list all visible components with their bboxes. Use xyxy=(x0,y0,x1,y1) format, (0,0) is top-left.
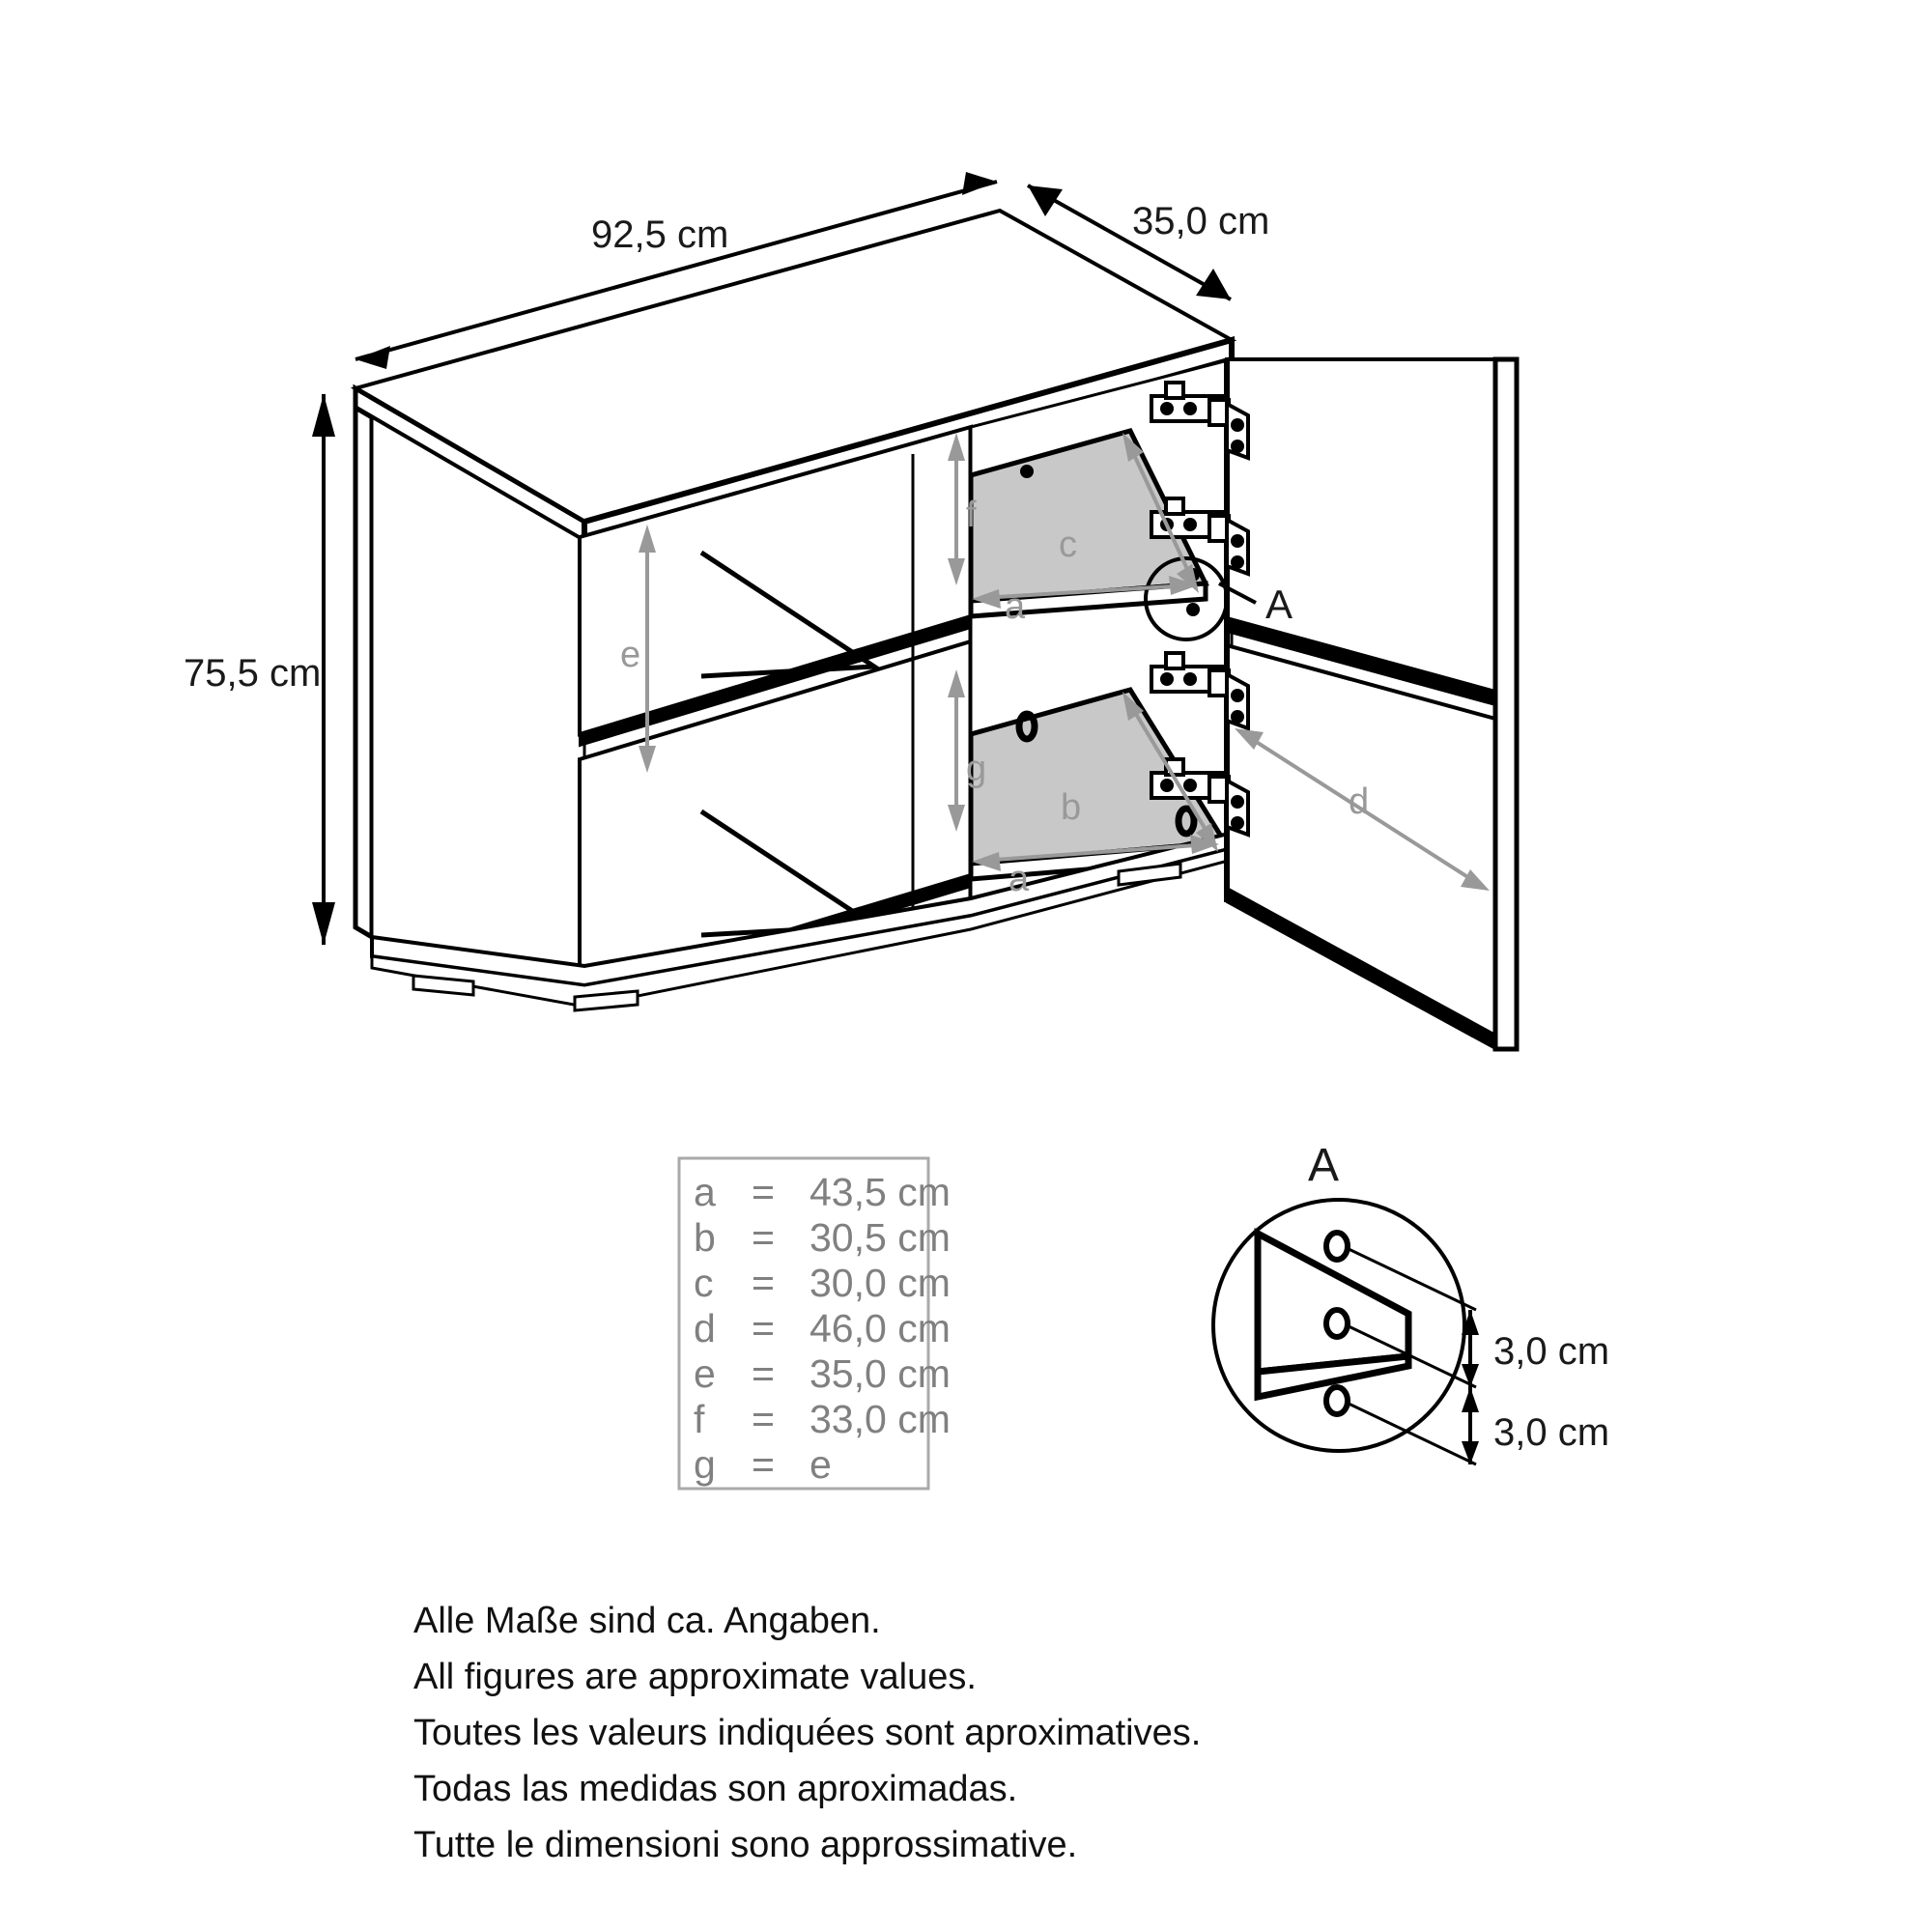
cabinet-foot-right xyxy=(1117,862,1182,887)
legend-value-f: 33,0 cm xyxy=(810,1397,951,1441)
detail-pin-hole-top xyxy=(1323,1230,1350,1263)
detail-pin-hole-bottom xyxy=(1323,1384,1350,1417)
legend-eq-e: = xyxy=(752,1351,775,1396)
legend-value-e: 35,0 cm xyxy=(810,1351,951,1396)
legend-value-d: 46,0 cm xyxy=(810,1306,951,1350)
dimension-height-label: 75,5 cm xyxy=(184,652,321,695)
legend-key-b: b xyxy=(694,1215,716,1260)
legend-eq-c: = xyxy=(752,1261,775,1305)
note-line-de: Alle Maße sind ca. Angaben. xyxy=(413,1601,881,1641)
dimension-a-lower-arrow xyxy=(972,835,1219,871)
legend-key-g: g xyxy=(694,1442,716,1487)
detail-callout-leader xyxy=(1218,582,1257,605)
cabinet-foot-left xyxy=(412,974,475,997)
legend-box xyxy=(677,1156,930,1491)
dimension-b-label: b xyxy=(1061,787,1081,828)
detail-dimension-lower xyxy=(1462,1387,1479,1464)
legend-key-e: e xyxy=(694,1351,716,1396)
dimension-height-75-5 xyxy=(312,394,335,945)
dimension-d-arrow xyxy=(1235,728,1490,891)
dimension-a-lower-label: a xyxy=(1009,859,1030,899)
detail-view-title: A xyxy=(1308,1140,1339,1191)
shelf-pin-hole-upper xyxy=(1015,710,1038,743)
legend-row-f: f = 33,0 cm xyxy=(694,1397,951,1441)
left-door-upper-grip-chevron xyxy=(699,550,882,679)
legend-key-f: f xyxy=(694,1397,705,1441)
detail-shelf-body xyxy=(1254,1228,1412,1376)
legend-row-a: a = 43,5 cm xyxy=(694,1170,951,1214)
dimension-f-label: f xyxy=(966,495,977,535)
dimension-f-arrow xyxy=(948,433,965,585)
dimension-e-arrow xyxy=(639,525,656,773)
detail-shelf-lower-edge xyxy=(1254,1352,1412,1402)
dimension-a-upper-label: a xyxy=(1005,586,1026,627)
detail-dimension-upper-label: 3,0 cm xyxy=(1493,1330,1609,1373)
shelf-pin-hole-lower xyxy=(1175,805,1198,838)
detail-callout-circle xyxy=(1144,556,1229,641)
note-line-es: Todas las medidas son aproximadas. xyxy=(413,1769,1017,1809)
detail-view-circle xyxy=(1211,1198,1466,1453)
detail-dimension-lower-label: 3,0 cm xyxy=(1493,1411,1609,1454)
dimension-width-label: 92,5 cm xyxy=(591,213,728,256)
legend-key-c: c xyxy=(694,1261,714,1305)
dimension-d-label: d xyxy=(1349,781,1369,822)
detail-leader-top xyxy=(1346,1246,1477,1312)
hinge-4 xyxy=(1150,757,1250,838)
dimension-width-92-5 xyxy=(355,172,998,369)
legend-row-c: c = 30,0 cm xyxy=(694,1261,951,1305)
note-line-fr: Toutes les valeurs indiquées sont aproxi… xyxy=(413,1713,1201,1753)
legend-row-e: e = 35,0 cm xyxy=(694,1351,951,1396)
legend-value-a: 43,5 cm xyxy=(810,1170,951,1214)
legend-value-g: e xyxy=(810,1442,832,1487)
legend-row-g: g = e xyxy=(694,1442,832,1487)
dimension-depth-35-0 xyxy=(1027,184,1232,301)
legend-eq-b: = xyxy=(752,1215,775,1260)
dimension-a-upper-arrow xyxy=(972,576,1198,609)
open-right-door-lower-panel xyxy=(1225,642,1497,1039)
legend-key-d: d xyxy=(694,1306,716,1350)
dimension-g-arrow xyxy=(948,669,965,832)
note-line-it: Tutte le dimensioni sono approssimative. xyxy=(413,1825,1077,1865)
legend-eq-g: = xyxy=(752,1442,775,1487)
dimension-g-label: g xyxy=(966,749,986,789)
legend-value-b: 30,5 cm xyxy=(810,1215,951,1260)
dimension-depth-label: 35,0 cm xyxy=(1132,200,1269,242)
detail-dimension-upper xyxy=(1462,1310,1479,1387)
note-line-en: All figures are approximate values. xyxy=(413,1657,977,1697)
hinge-1 xyxy=(1150,381,1250,461)
open-right-door-edge-strip xyxy=(1492,356,1520,1052)
detail-leader-middle xyxy=(1346,1323,1477,1389)
dimension-c-label: c xyxy=(1059,525,1077,565)
hinge-3 xyxy=(1150,651,1250,731)
legend-eq-a: = xyxy=(752,1170,775,1214)
hinge-2 xyxy=(1150,497,1250,577)
dimension-e-label: e xyxy=(620,635,640,675)
legend-value-c: 30,0 cm xyxy=(810,1261,951,1305)
legend-eq-d: = xyxy=(752,1306,775,1350)
legend-key-a: a xyxy=(694,1170,716,1214)
detail-callout-label: A xyxy=(1265,582,1293,627)
legend-row-b: b = 30,5 cm xyxy=(694,1215,951,1260)
detail-pin-hole-middle xyxy=(1323,1307,1350,1340)
cabinet-left-side-panel xyxy=(353,403,375,942)
legend-eq-f: = xyxy=(752,1397,775,1441)
legend-row-d: d = 46,0 cm xyxy=(694,1306,951,1350)
upper-shelf-pin-dot-left xyxy=(1020,465,1034,478)
cabinet-foot-center xyxy=(573,989,639,1012)
upper-shelf-pin-dot-lower xyxy=(1186,603,1200,616)
detail-leader-bottom xyxy=(1346,1401,1477,1466)
